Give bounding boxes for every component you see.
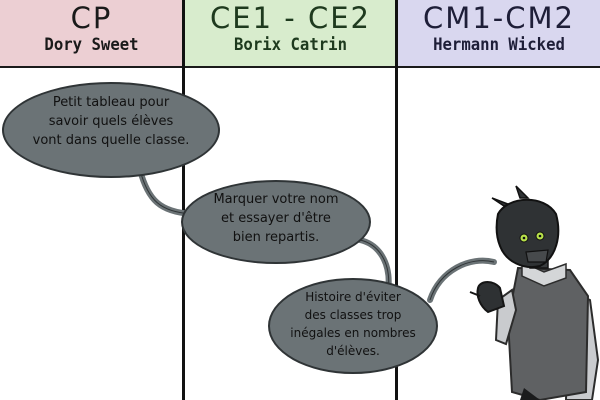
header-separator bbox=[185, 66, 396, 68]
header-separator bbox=[0, 66, 183, 68]
speech-bubble-2-text: Marquer votre nom et essayer d'être bien… bbox=[213, 192, 339, 245]
column-header-cm1-cm2: CM1-CM2 Hermann Wicked bbox=[398, 0, 600, 68]
header-separator bbox=[398, 66, 600, 68]
bubble-tail-3-outline bbox=[429, 260, 495, 301]
speech-bubble-3-text: Histoire d'éviter des classes trop inéga… bbox=[290, 290, 416, 358]
column-cm1-cm2: CM1-CM2 Hermann Wicked bbox=[398, 0, 600, 400]
column-divider-2 bbox=[395, 0, 398, 400]
speech-bubble-3 bbox=[268, 278, 438, 374]
column-teacher-cm1-cm2: Hermann Wicked bbox=[433, 35, 565, 55]
column-cp: CP Dory Sweet bbox=[0, 0, 183, 400]
speech-bubble-1 bbox=[2, 82, 220, 178]
column-title-cp: CP bbox=[70, 1, 113, 35]
column-header-ce1-ce2: CE1 - CE2 Borix Catrin bbox=[185, 0, 396, 68]
column-header-cp: CP Dory Sweet bbox=[0, 0, 183, 68]
column-teacher-ce1-ce2: Borix Catrin bbox=[233, 35, 347, 55]
column-divider-1 bbox=[182, 0, 185, 400]
column-ce1-ce2: CE1 - CE2 Borix Catrin bbox=[185, 0, 396, 400]
column-title-ce1-ce2: CE1 - CE2 bbox=[210, 1, 371, 35]
column-title-cm1-cm2: CM1-CM2 bbox=[423, 1, 575, 35]
speech-bubble-1-text: Petit tableau pour savoir quels élèves v… bbox=[32, 95, 190, 148]
column-teacher-cp: Dory Sweet bbox=[44, 35, 139, 55]
speech-bubble-2 bbox=[181, 180, 371, 264]
